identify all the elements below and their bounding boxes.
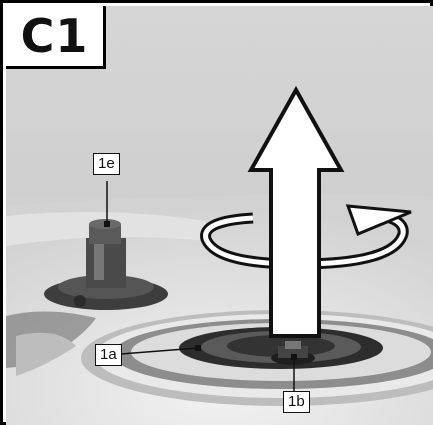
callout-1e: 1e [93, 153, 120, 175]
part-1e-fitting [44, 219, 168, 310]
part-1a-ring [81, 310, 433, 406]
step-label: C1 [6, 6, 106, 69]
leader-line-1a [120, 347, 199, 355]
lift-arrow-icon [247, 85, 345, 338]
callout-1b: 1b [283, 391, 310, 413]
assembly-photo [6, 6, 433, 425]
callout-1a: 1a [95, 344, 122, 366]
